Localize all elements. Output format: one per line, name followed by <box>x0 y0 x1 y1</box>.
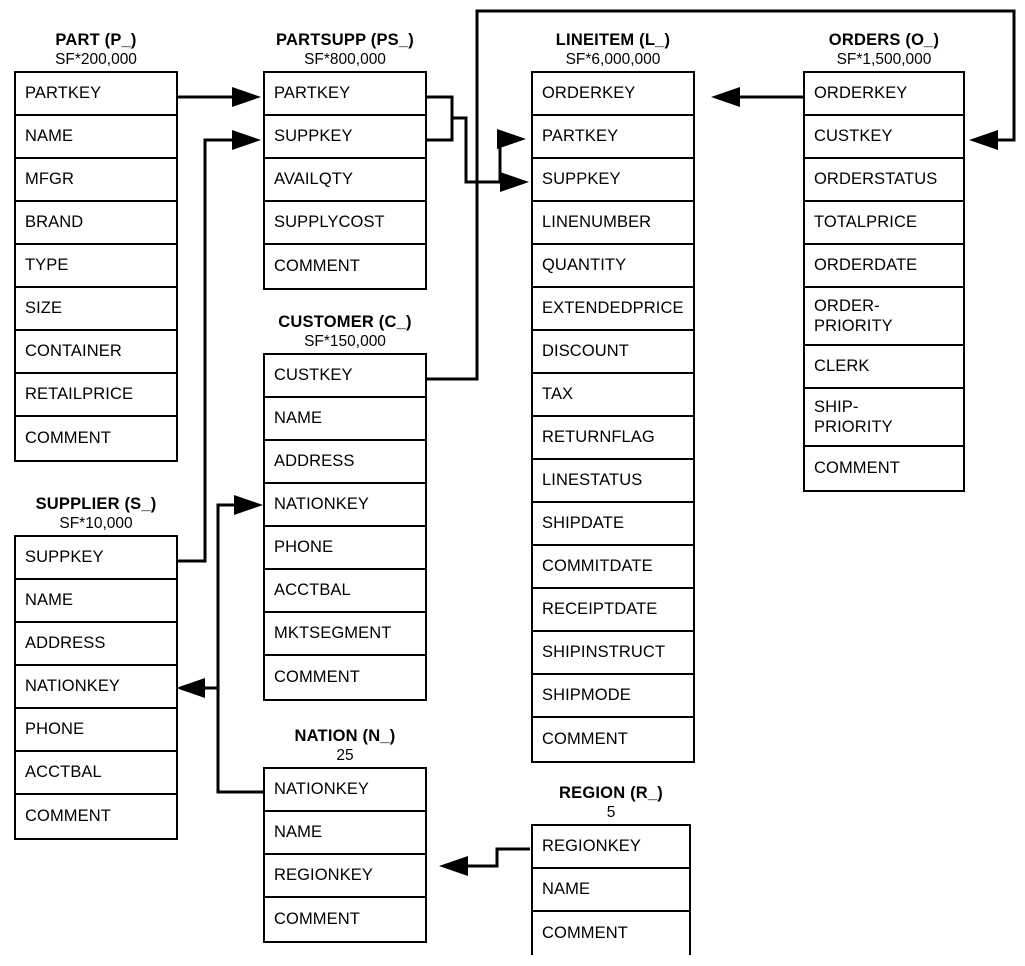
field-customer-address: ADDRESS <box>265 441 425 484</box>
field-orders-totalprice: TOTALPRICE <box>805 202 963 245</box>
field-customer-custkey: CUSTKEY <box>265 355 425 398</box>
field-lineitem-suppkey: SUPPKEY <box>533 159 693 202</box>
entity-part: PART (P_) SF*200,000 PARTKEY NAME MFGR B… <box>14 30 178 462</box>
field-lineitem-shipinstruct: SHIPINSTRUCT <box>533 632 693 675</box>
field-partsupp-availqty: AVAILQTY <box>265 159 425 202</box>
entity-region-fieldbox: REGIONKEY NAME COMMENT <box>531 824 691 955</box>
field-supplier-address: ADDRESS <box>16 623 176 666</box>
entity-region-title: REGION (R_) <box>559 784 663 802</box>
field-supplier-comment: COMMENT <box>25 807 111 825</box>
connector-nation-nationkey-to-customer-and-supplier <box>176 495 263 794</box>
field-part-name: NAME <box>16 116 176 159</box>
field-part-partkey: PARTKEY <box>16 73 176 116</box>
field-lineitem-comment: COMMENT <box>542 730 628 748</box>
connector-part-partkey-to-partsupp-partkey <box>178 87 261 107</box>
field-lineitem-linenumber: LINENUMBER <box>533 202 693 245</box>
field-region-regionkey: REGIONKEY <box>533 826 689 869</box>
entity-lineitem-cardinality: SF*6,000,000 <box>565 51 661 68</box>
entity-customer: CUSTOMER (C_) SF*150,000 CUSTKEY NAME AD… <box>263 312 427 701</box>
field-lineitem-returnflag: RETURNFLAG <box>533 417 693 460</box>
entity-supplier: SUPPLIER (S_) SF*10,000 SUPPKEY NAME ADD… <box>14 494 178 840</box>
connector-orders-orderkey-to-lineitem-orderkey <box>711 87 803 107</box>
entity-customer-title: CUSTOMER (C_) <box>278 313 412 331</box>
entity-orders-title: ORDERS (O_) <box>828 31 940 49</box>
field-lineitem-tax: TAX <box>533 374 693 417</box>
field-orders-shippriority: SHIP- PRIORITY <box>805 389 963 447</box>
field-lineitem-receiptdate: RECEIPTDATE <box>533 589 693 632</box>
entity-lineitem-fieldbox: ORDERKEY PARTKEY SUPPKEY LINENUMBER QUAN… <box>531 71 695 763</box>
entity-partsupp: PARTSUPP (PS_) SF*800,000 PARTKEY SUPPKE… <box>263 30 427 290</box>
field-orders-custkey: CUSTKEY <box>805 116 963 159</box>
entity-nation-fieldbox: NATIONKEY NAME REGIONKEY COMMENT <box>263 767 427 943</box>
field-supplier-suppkey: SUPPKEY <box>16 537 176 580</box>
entity-lineitem-title: LINEITEM (L_) <box>555 31 671 49</box>
entity-orders-cardinality: SF*1,500,000 <box>836 51 932 68</box>
entity-region-cardinality: 5 <box>606 804 616 821</box>
field-orders-clerk: CLERK <box>805 346 963 389</box>
field-lineitem-shipmode: SHIPMODE <box>533 675 693 718</box>
field-supplier-name: NAME <box>16 580 176 623</box>
field-region-comment: COMMENT <box>542 924 628 942</box>
field-customer-acctbal: ACCTBAL <box>265 570 425 613</box>
field-customer-phone: PHONE <box>265 527 425 570</box>
entity-nation: NATION (N_) 25 NATIONKEY NAME REGIONKEY … <box>263 726 427 943</box>
field-part-type: TYPE <box>16 245 176 288</box>
field-lineitem-extendedprice: EXTENDEDPRICE <box>533 288 693 331</box>
field-nation-name: NAME <box>265 812 425 855</box>
field-partsupp-partkey: PARTKEY <box>265 73 425 116</box>
field-nation-regionkey: REGIONKEY <box>265 855 425 898</box>
entity-partsupp-fieldbox: PARTKEY SUPPKEY AVAILQTY SUPPLYCOST COMM… <box>263 71 427 290</box>
entity-partsupp-title: PARTSUPP (PS_) <box>276 31 414 49</box>
field-lineitem-discount: DISCOUNT <box>533 331 693 374</box>
entity-supplier-cardinality: SF*10,000 <box>59 515 133 532</box>
field-region-name: NAME <box>533 869 689 912</box>
field-supplier-phone: PHONE <box>16 709 176 752</box>
field-orders-orderpriority: ORDER- PRIORITY <box>805 288 963 346</box>
field-customer-mktsegment: MKTSEGMENT <box>265 613 425 656</box>
field-part-retailprice: RETAILPRICE <box>16 374 176 417</box>
entity-region: REGION (R_) 5 REGIONKEY NAME COMMENT <box>531 783 691 955</box>
connector-region-regionkey-to-nation-regionkey <box>439 847 530 876</box>
entity-lineitem: LINEITEM (L_) SF*6,000,000 ORDERKEY PART… <box>531 30 695 763</box>
entity-orders: ORDERS (O_) SF*1,500,000 ORDERKEY CUSTKE… <box>803 30 965 492</box>
field-orders-orderdate: ORDERDATE <box>805 245 963 288</box>
field-customer-name: NAME <box>265 398 425 441</box>
field-part-size: SIZE <box>16 288 176 331</box>
entity-partsupp-cardinality: SF*800,000 <box>304 51 386 68</box>
entity-supplier-fieldbox: SUPPKEY NAME ADDRESS NATIONKEY PHONE ACC… <box>14 535 178 840</box>
field-lineitem-linestatus: LINESTATUS <box>533 460 693 503</box>
field-lineitem-orderkey: ORDERKEY <box>533 73 693 116</box>
field-lineitem-commitdate: COMMITDATE <box>533 546 693 589</box>
field-lineitem-shipdate: SHIPDATE <box>533 503 693 546</box>
connector-supplier-suppkey-to-partsupp-suppkey <box>178 130 261 563</box>
field-customer-comment: COMMENT <box>274 668 360 686</box>
field-orders-orderstatus: ORDERSTATUS <box>805 159 963 202</box>
field-partsupp-comment: COMMENT <box>274 257 360 275</box>
entity-nation-cardinality: 25 <box>336 747 354 764</box>
field-supplier-acctbal: ACCTBAL <box>16 752 176 795</box>
field-lineitem-partkey: PARTKEY <box>533 116 693 159</box>
field-partsupp-suppkey: SUPPKEY <box>265 116 425 159</box>
entity-part-cardinality: SF*200,000 <box>55 51 137 68</box>
entity-orders-fieldbox: ORDERKEY CUSTKEY ORDERSTATUS TOTALPRICE … <box>803 71 965 492</box>
field-lineitem-quantity: QUANTITY <box>533 245 693 288</box>
entity-part-title: PART (P_) <box>55 31 137 49</box>
field-part-container: CONTAINER <box>16 331 176 374</box>
entity-customer-cardinality: SF*150,000 <box>304 333 386 350</box>
field-customer-nationkey: NATIONKEY <box>265 484 425 527</box>
field-nation-nationkey: NATIONKEY <box>265 769 425 812</box>
field-part-comment: COMMENT <box>25 429 111 447</box>
field-orders-orderkey: ORDERKEY <box>805 73 963 116</box>
field-orders-comment: COMMENT <box>814 459 900 477</box>
entity-customer-fieldbox: CUSTKEY NAME ADDRESS NATIONKEY PHONE ACC… <box>263 353 427 701</box>
field-partsupp-supplycost: SUPPLYCOST <box>265 202 425 245</box>
field-nation-comment: COMMENT <box>274 910 360 928</box>
connector-partsupp-keys-to-lineitem-keys <box>427 95 529 192</box>
entity-part-fieldbox: PARTKEY NAME MFGR BRAND TYPE SIZE CONTAI… <box>14 71 178 462</box>
entity-nation-title: NATION (N_) <box>294 727 396 745</box>
entity-supplier-title: SUPPLIER (S_) <box>35 495 157 513</box>
field-part-brand: BRAND <box>16 202 176 245</box>
field-supplier-nationkey: NATIONKEY <box>16 666 176 709</box>
field-part-mfgr: MFGR <box>16 159 176 202</box>
